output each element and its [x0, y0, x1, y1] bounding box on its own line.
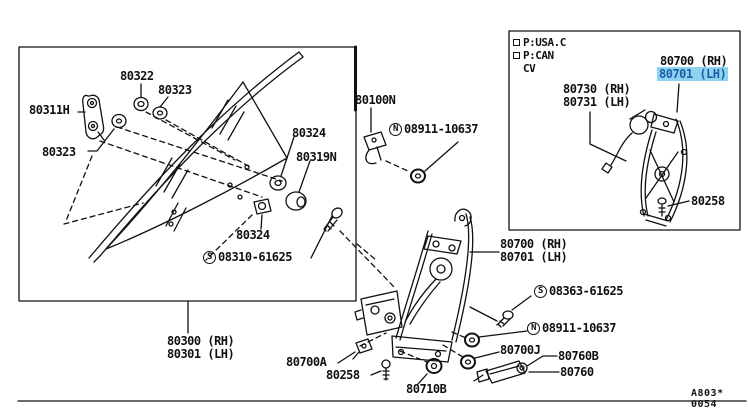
part-label-80319N[interactable]: 80319N — [296, 150, 337, 164]
glass-drawing — [88, 51, 304, 263]
grommet-80323-lower — [111, 113, 127, 129]
page-code: A803* 0054 — [691, 388, 724, 409]
nut-08911-upper — [410, 168, 426, 184]
handle-80760 — [473, 360, 528, 384]
part-label-80730-80731[interactable]: 80730 (RH) 80731 (LH) — [563, 82, 631, 109]
highlighted-part-number: 80701 (LH) — [657, 67, 729, 81]
hinge-bracket-80311H — [82, 94, 105, 141]
square-nut-80324-lower — [253, 198, 272, 215]
part-label-80700-80701-main[interactable]: 80700 (RH) 80701 (LH) — [500, 237, 568, 264]
option-label: CV — [523, 62, 536, 75]
part-label-s08310[interactable]: S 08310-61625 — [203, 251, 292, 264]
screw-80258-main — [381, 359, 391, 381]
option-checkbox-icon — [513, 52, 520, 59]
regulator-main-drawing — [354, 208, 474, 363]
part-number: 08363-61625 — [549, 284, 623, 298]
screw-symbol-icon: S — [534, 285, 547, 298]
nut-80710B — [425, 358, 443, 374]
part-number-rh: 80300 (RH) — [167, 334, 235, 348]
part-label-s08363[interactable]: S 08363-61625 — [534, 285, 623, 298]
option-row-cv: CV — [513, 62, 566, 75]
part-number: 08310-61625 — [218, 250, 292, 264]
inset-motor-80730 — [601, 109, 658, 174]
part-label-80324-bottom[interactable]: 80324 — [236, 228, 270, 242]
nut-symbol-icon: N — [389, 123, 402, 136]
part-label-80700J[interactable]: 80700J — [500, 343, 541, 357]
part-number-lh: 80731 (LH) — [563, 95, 631, 109]
screw-symbol-icon: S — [203, 251, 216, 264]
part-label-80324-top[interactable]: 80324 — [292, 126, 326, 140]
clip-80100N — [363, 131, 387, 165]
part-label-80311H[interactable]: 80311H — [29, 103, 70, 117]
roller-80700J — [460, 354, 476, 370]
part-number-rh: 80730 (RH) — [563, 82, 631, 96]
clip-80700A — [352, 338, 373, 360]
option-label: P:USA.C — [523, 36, 566, 49]
option-row-can: P:CAN — [513, 49, 566, 62]
part-number: 08911-10637 — [542, 321, 616, 335]
part-label-80700-inset[interactable]: 80700 (RH) — [660, 54, 728, 68]
option-row-usa: P:USA.C — [513, 36, 566, 49]
part-number: 08911-10637 — [404, 122, 478, 136]
part-number-lh: 80301 (LH) — [167, 347, 235, 361]
part-label-80760B[interactable]: 80760B — [558, 349, 599, 363]
part-label-80258-inset[interactable]: 80258 — [691, 194, 725, 208]
part-label-80323-top[interactable]: 80323 — [158, 83, 192, 97]
inset-regulator-drawing — [639, 113, 688, 227]
part-number-lh: 80701 (LH) — [500, 250, 568, 264]
part-label-80258-main[interactable]: 80258 — [326, 368, 360, 382]
option-label: P:CAN — [523, 49, 554, 62]
grommet-80324-upper — [269, 175, 287, 191]
part-label-80701-inset-highlighted[interactable]: 80701 (LH) — [657, 67, 729, 81]
nut-symbol-icon: N — [527, 322, 540, 335]
part-label-80300-80301[interactable]: 80300 (RH) 80301 (LH) — [167, 334, 235, 361]
part-label-n08911-upper[interactable]: N 08911-10637 — [389, 123, 478, 136]
part-number-rh: 80700 (RH) — [500, 237, 568, 251]
part-label-80710B[interactable]: 80710B — [406, 382, 447, 396]
part-label-80700A[interactable]: 80700A — [286, 355, 327, 369]
nut-08911-lower — [464, 332, 480, 348]
part-label-80323-bottom[interactable]: 80323 — [42, 145, 76, 159]
roller-80319N — [285, 191, 307, 211]
inset-option-list: P:USA.C P:CAN CV — [513, 36, 566, 75]
bolt-08363 — [496, 310, 514, 328]
nut-80322 — [133, 96, 149, 112]
inset-box-outline — [508, 30, 741, 231]
inset-screw-80258 — [657, 197, 667, 217]
option-checkbox-icon — [513, 39, 520, 46]
leader-lines — [77, 83, 690, 385]
part-label-80100N[interactable]: 80100N — [355, 93, 396, 107]
part-label-n08911-lower[interactable]: N 08911-10637 — [527, 322, 616, 335]
part-label-80760[interactable]: 80760 — [560, 365, 594, 379]
part-label-80322[interactable]: 80322 — [120, 69, 154, 83]
